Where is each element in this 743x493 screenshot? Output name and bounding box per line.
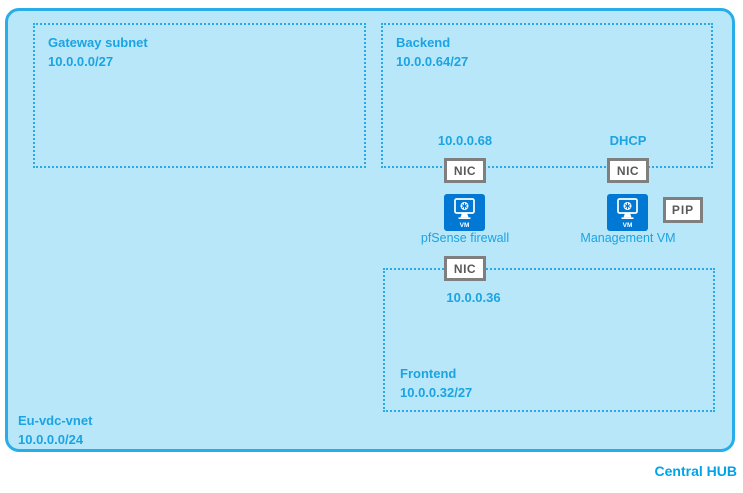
vm-icon-label: VM (623, 222, 633, 229)
firewall-frontend-nic-badge: NIC (444, 256, 486, 281)
vm-icon: VM (617, 198, 638, 229)
management-vm-caption: Management VM (580, 231, 676, 245)
firewall-vm-node: VM (444, 194, 485, 231)
frontend-subnet-box: Frontend 10.0.0.32/27 (383, 268, 715, 412)
central-hub-label: Central HUB (654, 463, 737, 479)
gateway-subnet-box: Gateway subnet 10.0.0.0/27 (33, 23, 366, 168)
backend-subnet-cidr: 10.0.0.64/27 (396, 54, 469, 69)
backend-subnet-label: Backend 10.0.0.64/27 (396, 33, 468, 71)
frontend-subnet-cidr: 10.0.0.32/27 (400, 385, 473, 400)
gateway-subnet-cidr: 10.0.0.0/27 (48, 54, 114, 69)
frontend-subnet-label: Frontend 10.0.0.32/27 (400, 364, 472, 402)
public-ip-badge: PIP (663, 197, 703, 223)
dhcp-label: DHCP (609, 133, 647, 148)
management-nic-badge: NIC (607, 158, 649, 183)
management-vm-node: VM (607, 194, 648, 231)
vm-icon-label: VM (460, 222, 470, 229)
gateway-subnet-label: Gateway subnet 10.0.0.0/27 (48, 33, 148, 71)
vm-icon: VM (454, 198, 475, 229)
vnet-box: Gateway subnet 10.0.0.0/27 Backend 10.0.… (5, 8, 735, 452)
firewall-frontend-ip-label: 10.0.0.36 (446, 290, 501, 305)
vnet-label: Eu-vdc-vnet 10.0.0.0/24 (18, 411, 92, 449)
firewall-vm-caption: pfSense firewall (420, 231, 510, 245)
firewall-backend-nic-badge: NIC (444, 158, 486, 183)
frontend-subnet-name: Frontend (400, 366, 457, 381)
vnet-name: Eu-vdc-vnet (18, 413, 93, 428)
gateway-subnet-name: Gateway subnet (48, 35, 148, 50)
firewall-backend-ip-label: 10.0.0.68 (437, 133, 493, 148)
vnet-cidr: 10.0.0.0/24 (18, 432, 84, 447)
backend-subnet-box: Backend 10.0.0.64/27 (381, 23, 713, 168)
backend-subnet-name: Backend (396, 35, 451, 50)
